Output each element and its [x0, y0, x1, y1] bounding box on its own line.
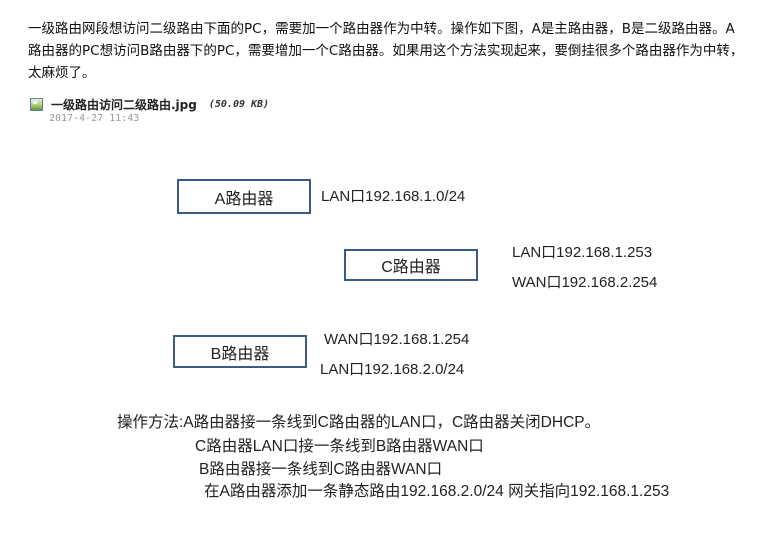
attachment-file-size: (50.09 KB) [208, 98, 270, 110]
router-a-label: A路由器 [214, 190, 274, 208]
router-c-wan-label: WAN口192.168.2.254 [512, 274, 658, 291]
image-file-icon [30, 97, 43, 111]
router-c-label: C路由器 [381, 259, 441, 276]
step-line: 操作方法:A路由器接一条线到C路由器的LAN口，C路由器关闭DHCP。 [117, 414, 601, 431]
intro-text: 一级路由网段想访问二级路由下面的PC，需要加一个路由器作为中转。操作如下图，A是… [28, 21, 744, 81]
router-b-wan-label: WAN口192.168.1.254 [324, 331, 470, 348]
router-c-box: C路由器 [344, 249, 478, 281]
step-line: 在A路由器添加一条静态路由192.168.2.0/24 网关指向192.168.… [204, 483, 670, 500]
step-line: B路由器接一条线到C路由器WAN口 [199, 461, 443, 478]
router-b-lan-label: LAN口192.168.2.0/24 [320, 361, 465, 378]
attachment-date: 2017-4-27 11:43 [49, 113, 140, 124]
router-c-lan-label: LAN口192.168.1.253 [512, 244, 653, 261]
step-line: C路由器LAN口接一条线到B路由器WAN口 [195, 438, 484, 455]
attachment: 一级路由访问二级路由.jpg (50.09 KB) 2017-4-27 11:4… [30, 96, 269, 130]
router-b-box: B路由器 [173, 335, 307, 368]
router-a-lan-label: LAN口192.168.1.0/24 [321, 188, 466, 205]
post-body: 一级路由网段想访问二级路由下面的PC，需要加一个路由器作为中转。操作如下图，A是… [28, 18, 748, 84]
attachment-file-link[interactable]: 一级路由访问二级路由.jpg [51, 97, 197, 112]
router-b-label: B路由器 [210, 345, 270, 363]
router-a-box: A路由器 [177, 179, 311, 214]
